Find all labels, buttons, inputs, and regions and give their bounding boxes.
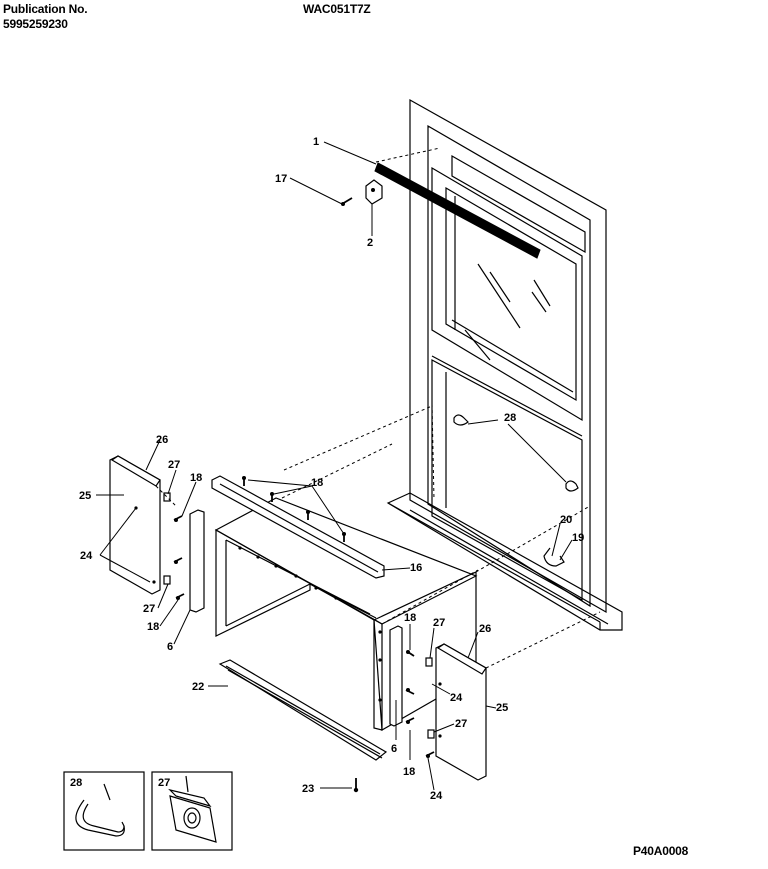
sash-bracket bbox=[365, 179, 383, 205]
callout-label: 27 bbox=[143, 603, 155, 615]
callout-label: 26 bbox=[156, 434, 168, 446]
callout-label: 18 bbox=[403, 766, 415, 778]
callout-numbers: 1 17 2 26 27 18 25 24 27 18 6 18 16 28 2… bbox=[79, 136, 584, 802]
callout-label: 17 bbox=[275, 173, 287, 185]
right-panel-clip-top bbox=[425, 657, 433, 667]
callout-label: 22 bbox=[192, 681, 204, 693]
inset-part-27: 27 bbox=[151, 771, 233, 851]
publication-number: 5995259230 bbox=[3, 17, 68, 31]
left-panel-screws bbox=[173, 515, 185, 600]
model-number: WAC051T7Z bbox=[303, 2, 371, 16]
callout-label: 20 bbox=[560, 514, 572, 526]
right-side-channel bbox=[389, 625, 403, 727]
left-side-channel bbox=[189, 509, 205, 613]
callout-label: 6 bbox=[167, 641, 173, 653]
callout-label: 24 bbox=[80, 550, 93, 562]
assembly-guide-lines bbox=[155, 147, 601, 669]
left-panel-clip-top bbox=[163, 492, 171, 502]
bottom-rail-screw bbox=[353, 778, 359, 793]
right-curtain-panel bbox=[435, 643, 487, 781]
window-frame bbox=[386, 98, 623, 631]
callout-label: 6 bbox=[391, 743, 397, 755]
callout-label: 27 bbox=[455, 718, 467, 730]
callout-label: 18 bbox=[311, 477, 323, 489]
window-lock-hook bbox=[543, 547, 565, 567]
sash-clip-lower bbox=[565, 480, 579, 492]
sash-clip bbox=[453, 414, 469, 426]
callout-label: 27 bbox=[168, 459, 180, 471]
bottom-rail bbox=[218, 659, 388, 761]
bracket-screw bbox=[341, 197, 353, 206]
callout-leaders bbox=[96, 141, 573, 791]
left-curtain-panel bbox=[109, 455, 161, 595]
window-seal-strip bbox=[374, 162, 541, 259]
callout-label: 16 bbox=[410, 562, 422, 574]
inset-part-28: 28 bbox=[63, 771, 145, 851]
right-panel-screws bbox=[405, 650, 435, 758]
callout-label: 19 bbox=[572, 532, 584, 544]
callout-label: 24 bbox=[430, 790, 443, 802]
callout-label: 28 bbox=[504, 412, 516, 424]
callout-label: 2 bbox=[367, 237, 373, 249]
callout-label: 25 bbox=[79, 490, 91, 502]
callout-label: 23 bbox=[302, 783, 314, 795]
callout-label: 1 bbox=[313, 136, 319, 148]
publication-label: Publication No. bbox=[3, 2, 88, 16]
left-panel-clip-bottom bbox=[163, 575, 171, 585]
inset-callout-label: 27 bbox=[158, 777, 170, 789]
callout-label: 18 bbox=[404, 612, 416, 624]
diagram-reference-code: P40A0008 bbox=[633, 844, 689, 858]
callout-label: 18 bbox=[147, 621, 159, 633]
right-panel-clip-bottom bbox=[427, 729, 435, 739]
callout-label: 25 bbox=[496, 702, 508, 714]
callout-label: 24 bbox=[450, 692, 463, 704]
top-rail bbox=[211, 475, 385, 579]
callout-label: 26 bbox=[479, 623, 491, 635]
callout-label: 18 bbox=[190, 472, 202, 484]
inset-callout-label: 28 bbox=[70, 777, 82, 789]
callout-label: 27 bbox=[433, 617, 445, 629]
